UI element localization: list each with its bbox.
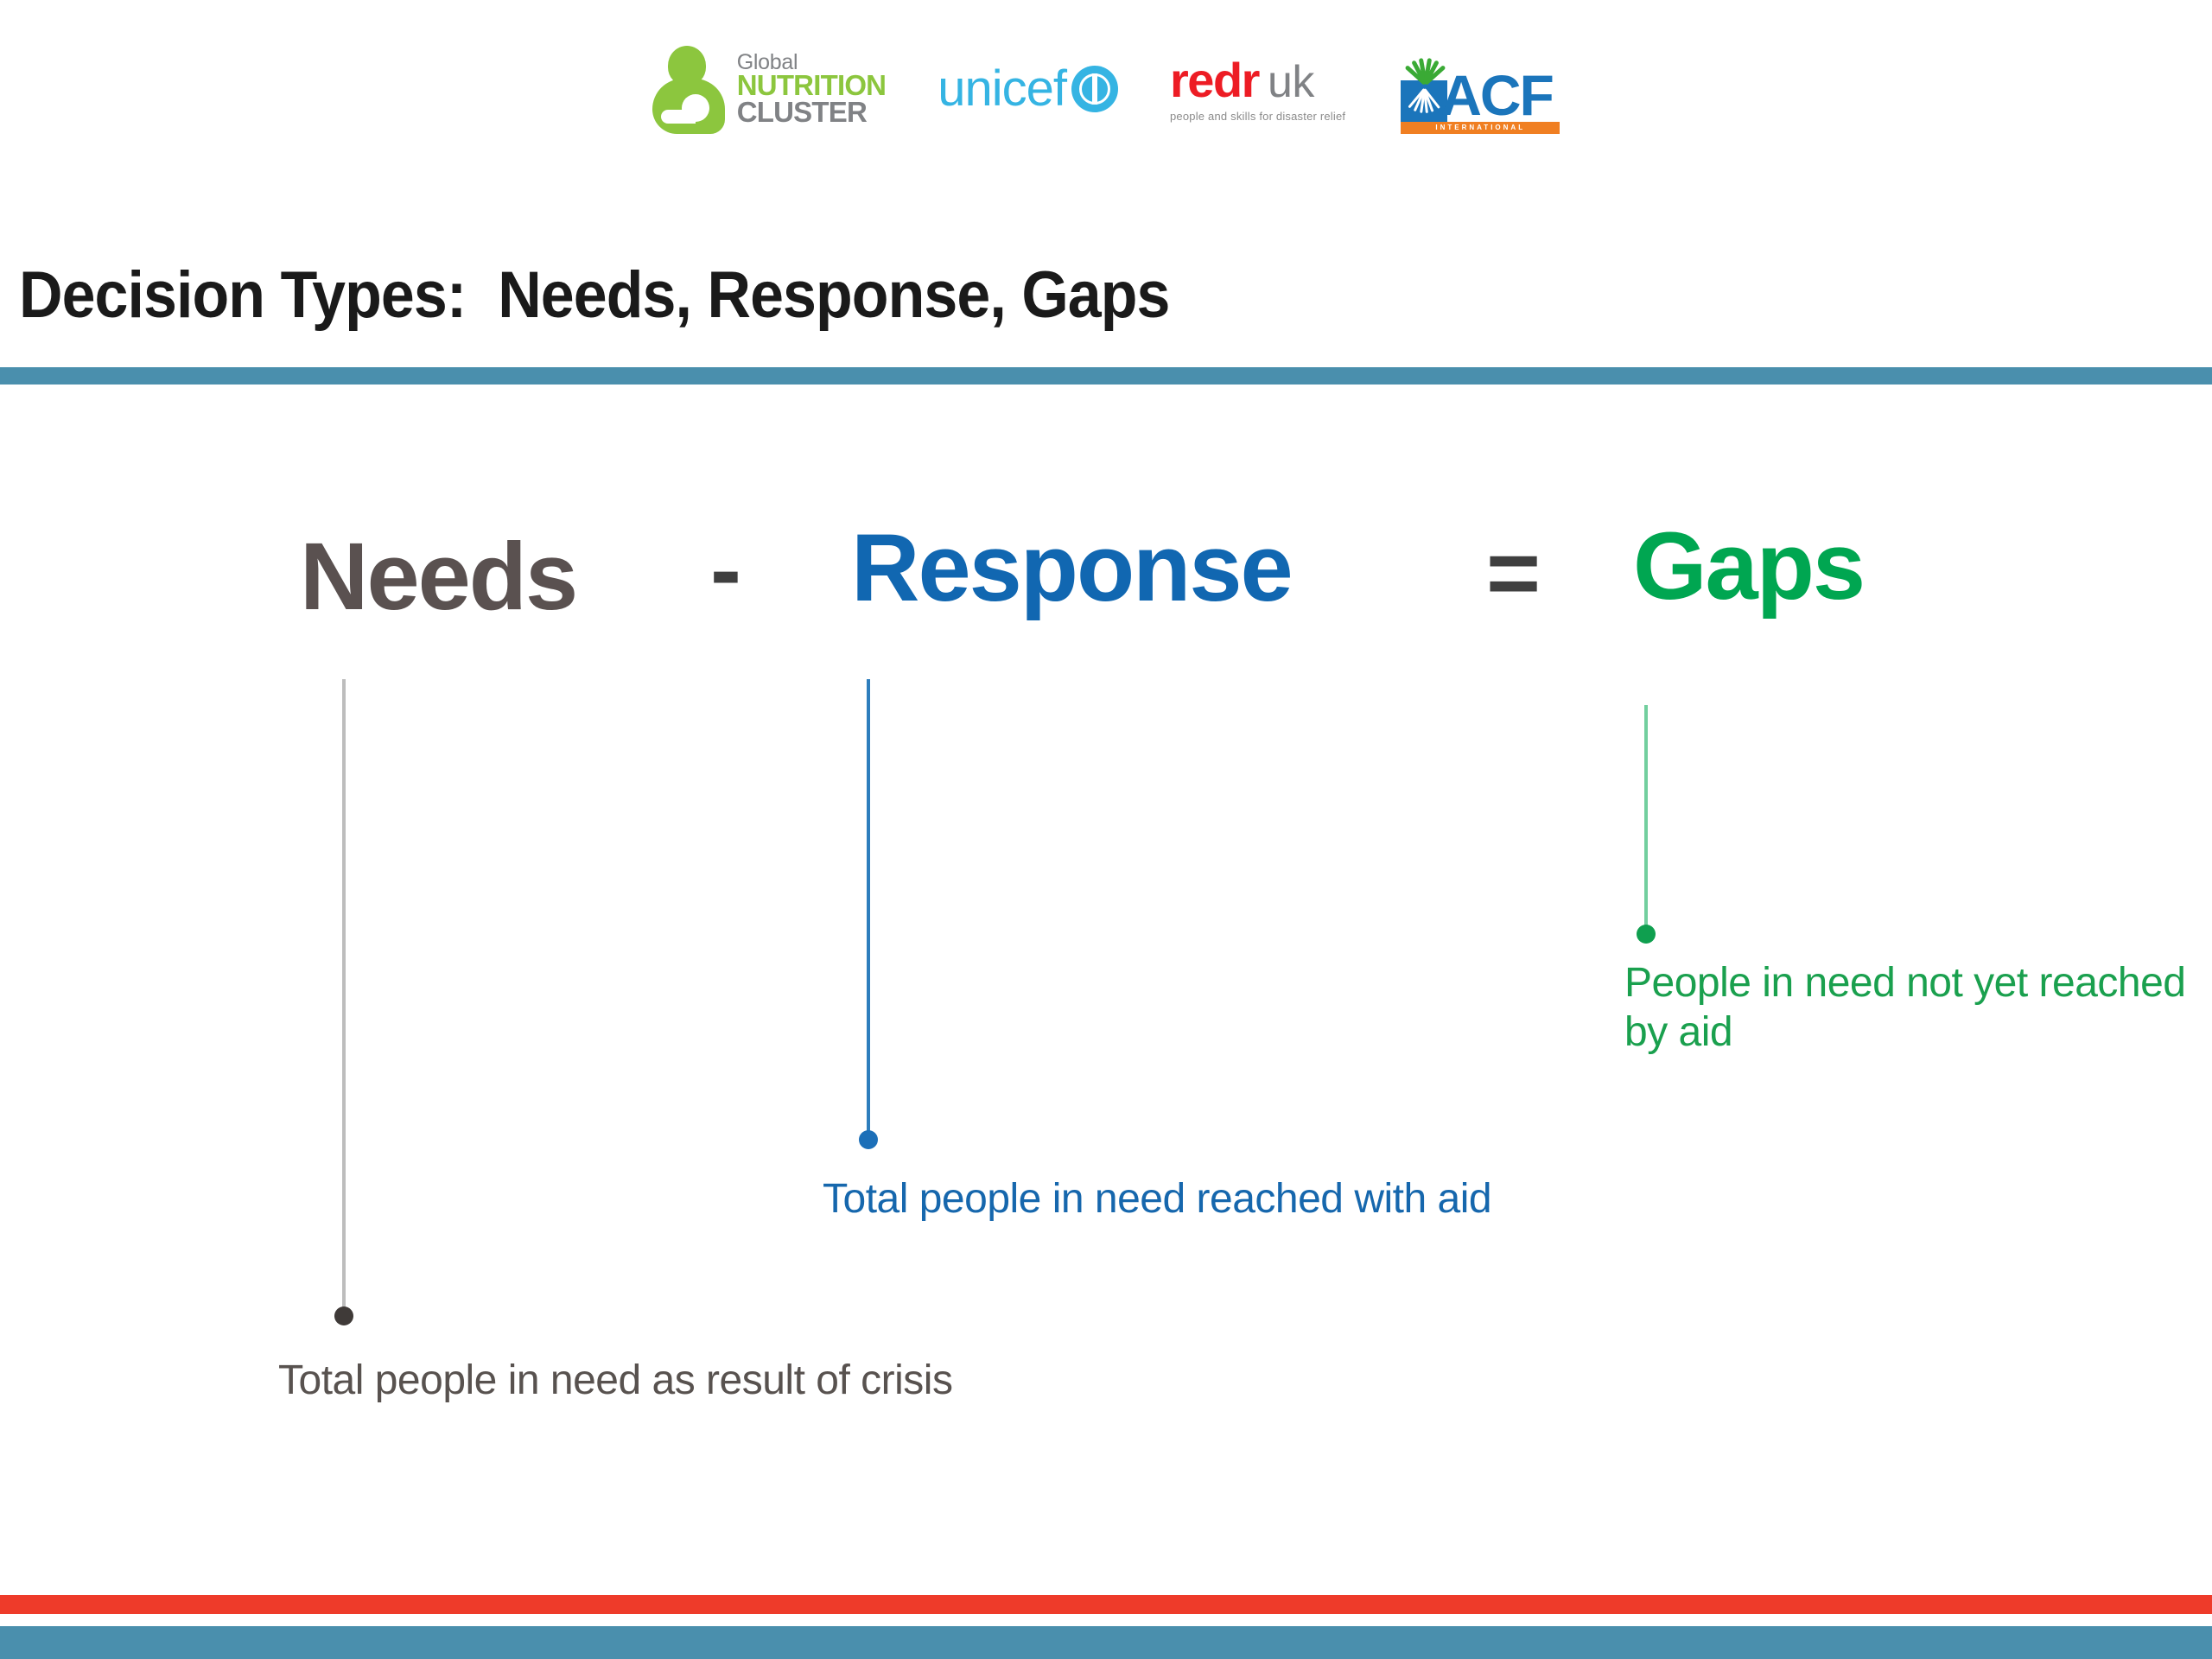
connector-dot-gaps <box>1637 925 1656 944</box>
unicef-globe-icon <box>1071 66 1118 112</box>
title-divider-rule <box>0 367 2212 385</box>
callout-text-gaps: People in need not yet reached by aid <box>1624 960 2186 1055</box>
page-title: Decision Types: Needs, Response, Gaps <box>19 258 1170 332</box>
callout-text-response: Total people in need reached with aid <box>823 1176 1492 1222</box>
gnc-arm-shape <box>660 110 696 124</box>
equation-term-gaps: Gaps <box>1633 513 1866 620</box>
gnc-line-cluster: CLUSTER <box>736 95 868 128</box>
redr-tagline: people and skills for disaster relief <box>1170 109 1346 123</box>
gnc-line-global: Global <box>736 50 798 75</box>
acf-international-bar: INTERNATIONAL <box>1401 122 1560 134</box>
connector-stem-needs <box>342 679 346 1313</box>
connector-stem-response <box>867 679 870 1137</box>
acf-letters: ACF <box>1440 63 1554 127</box>
acf-roots-icon <box>1408 88 1441 117</box>
acf-international-logo: ACF INTERNATIONAL <box>1397 44 1561 134</box>
gnc-mother-child-icon <box>651 44 727 134</box>
unicef-logo: unicef <box>938 41 1118 137</box>
connector-dot-response <box>859 1130 878 1149</box>
needs-response-gaps-equation: Needs - Response = Gaps <box>0 514 2212 652</box>
footer-red-rule <box>0 1595 2212 1614</box>
connector-stem-gaps <box>1644 705 1648 931</box>
equation-term-needs: Needs <box>300 524 578 630</box>
redr-wordmark: redr uk <box>1170 52 1314 107</box>
gnc-line-nutrition: NUTRITION <box>736 69 887 102</box>
redr-word-red: redr <box>1170 52 1260 107</box>
footer-blue-rule <box>0 1626 2212 1659</box>
equation-operator-minus: - <box>710 517 741 621</box>
gnc-wordmark: Global NUTRITION CLUSTER <box>736 50 887 128</box>
equation-operator-equals: = <box>1486 520 1541 625</box>
partner-logo-strip: Global NUTRITION CLUSTER unicef redr uk … <box>0 33 2212 145</box>
unicef-wordmark: unicef <box>938 60 1067 117</box>
callout-text-needs: Total people in need as result of crisis <box>278 1357 953 1403</box>
global-nutrition-cluster-logo: Global NUTRITION CLUSTER <box>651 41 887 137</box>
connector-dot-needs <box>334 1306 353 1325</box>
redr-word-uk: uk <box>1267 56 1314 107</box>
redr-uk-logo: redr uk people and skills for disaster r… <box>1170 41 1345 137</box>
acf-plant-icon <box>1404 49 1446 86</box>
equation-term-response: Response <box>851 515 1294 621</box>
